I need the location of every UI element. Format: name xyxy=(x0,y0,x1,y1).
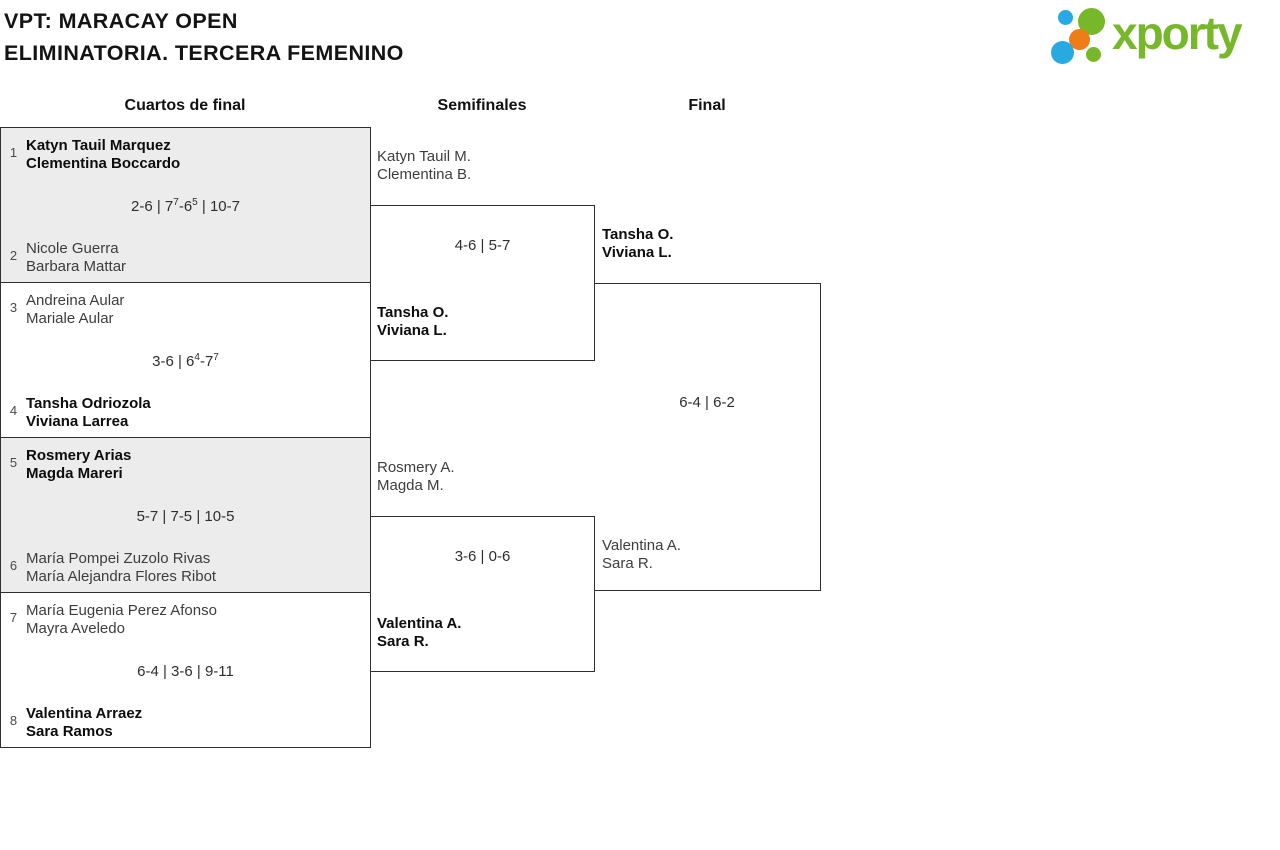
team-name: Tansha O. xyxy=(377,304,449,321)
quarterfinals-column: 1 Katyn Tauil Marquez Clementina Boccard… xyxy=(0,127,371,748)
final-team-top: Tansha O. Viviana L. xyxy=(602,226,673,262)
score-part: 4-6 | 5-7 xyxy=(454,237,511,254)
team-name: Tansha Odriozola xyxy=(26,395,151,412)
seed-number: 4 xyxy=(9,403,18,418)
team-name: Magda M. xyxy=(377,477,444,494)
team-name: Viviana L. xyxy=(602,244,672,261)
team-name: Rosmery Arias xyxy=(26,447,132,464)
seed-number: 5 xyxy=(9,455,18,470)
score-part: 2-6 | 7 xyxy=(131,198,174,215)
team-name: Clementina Boccardo xyxy=(26,155,181,172)
sf1-team-top: Katyn Tauil M. Clementina B. xyxy=(377,148,471,184)
team-name: Andreina Aular xyxy=(26,292,125,309)
score-part: 5-7 | 7-5 | 10-5 xyxy=(136,508,235,525)
sf2-team-bottom: Valentina A. Sara R. xyxy=(377,615,461,651)
logo-dot-icon xyxy=(1068,29,1090,50)
match-score: 5-7 | 7-5 | 10-5 xyxy=(1,508,370,525)
sf2-team-top: Rosmery A. Magda M. xyxy=(377,459,455,495)
seed-number: 8 xyxy=(9,713,18,728)
qf-match-4: 7 María Eugenia Perez Afonso Mayra Avele… xyxy=(0,592,371,748)
page-title: VPT: MARACAY OPEN ELIMINATORIA. TERCERA … xyxy=(4,5,404,69)
team-pair: Katyn Tauil Marquez Clementina Boccardo xyxy=(26,137,364,173)
round-header-quarterfinals: Cuartos de final xyxy=(124,97,246,114)
score-tiebreak: 7 xyxy=(213,352,219,363)
match-score: 3-6 | 0-6 xyxy=(371,548,594,565)
team-name: Sara R. xyxy=(602,555,653,572)
team-name: Mariale Aular xyxy=(26,310,114,327)
team-pair: Rosmery Arias Magda Mareri xyxy=(26,447,364,483)
team-name: Clementina B. xyxy=(377,166,472,183)
seed-number: 3 xyxy=(9,300,18,315)
logo-dot-icon xyxy=(1057,9,1073,25)
team-name: Sara R. xyxy=(377,633,429,650)
xporty-logo[interactable]: xporty xyxy=(1050,3,1278,65)
team-name: Rosmery A. xyxy=(377,459,455,476)
qf-match-2: 3 Andreina Aular Mariale Aular 3-6 | 64-… xyxy=(0,282,371,438)
match-score: 4-6 | 5-7 xyxy=(371,237,594,254)
score-tiebreak: 4 xyxy=(194,352,200,363)
score-part: 6-4 | 6-2 xyxy=(679,394,735,411)
sf1-team-bottom: Tansha O. Viviana L. xyxy=(377,304,448,340)
score-part: -7 xyxy=(199,353,214,370)
team-name: Valentina A. xyxy=(377,615,462,632)
team-pair: Andreina Aular Mariale Aular xyxy=(26,292,364,328)
logo-wordmark: xporty xyxy=(1112,7,1243,59)
team-name: María Eugenia Perez Afonso xyxy=(26,602,217,619)
team-pair: María Pompei Zuzolo Rivas María Alejandr… xyxy=(26,550,364,586)
match-score: 2-6 | 77-65 | 10-7 xyxy=(1,197,370,216)
team-pair: Tansha Odriozola Viviana Larrea xyxy=(26,395,364,431)
logo-dot-icon xyxy=(1086,46,1101,62)
match-score: 6-4 | 3-6 | 9-11 xyxy=(1,663,370,680)
qf-match-1: 1 Katyn Tauil Marquez Clementina Boccard… xyxy=(0,127,371,283)
score-part: 3-6 | 6 xyxy=(152,353,195,370)
final-team-bottom: Valentina A. Sara R. xyxy=(602,537,681,573)
team-pair: María Eugenia Perez Afonso Mayra Aveledo xyxy=(26,602,364,638)
team-name: María Pompei Zuzolo Rivas xyxy=(26,550,211,567)
score-part: 3-6 | 0-6 xyxy=(454,548,511,565)
team-pair: Valentina Arraez Sara Ramos xyxy=(26,705,364,741)
score-tiebreak: 5 xyxy=(192,197,198,208)
team-name: Magda Mareri xyxy=(26,465,123,482)
sf-match-2: 3-6 | 0-6 xyxy=(370,516,595,672)
qf-match-3: 5 Rosmery Arias Magda Mareri 5-7 | 7-5 |… xyxy=(0,437,371,593)
team-name: Katyn Tauil Marquez xyxy=(26,137,171,154)
logo-dot-icon xyxy=(1050,40,1074,64)
seed-number: 1 xyxy=(9,145,18,160)
team-name: Nicole Guerra xyxy=(26,240,119,257)
score-tiebreak: 7 xyxy=(173,197,179,208)
round-header-semifinals: Semifinales xyxy=(437,97,527,114)
score-part: -6 xyxy=(178,198,193,215)
tournament-title: VPT: MARACAY OPEN xyxy=(4,9,238,33)
tournament-subtitle: ELIMINATORIA. TERCERA FEMENINO xyxy=(4,41,404,65)
match-score: 6-4 | 6-2 xyxy=(594,394,820,411)
team-name: Viviana Larrea xyxy=(26,413,129,430)
team-name: Katyn Tauil M. xyxy=(377,148,471,165)
team-name: Viviana L. xyxy=(377,322,447,339)
team-name: Tansha O. xyxy=(602,226,674,243)
team-name: Sara Ramos xyxy=(26,723,113,740)
team-name: Barbara Mattar xyxy=(26,258,127,275)
final-match: 6-4 | 6-2 xyxy=(594,283,821,591)
team-name: María Alejandra Flores Ribot xyxy=(26,568,217,585)
seed-number: 2 xyxy=(9,248,18,263)
score-part: 6-4 | 3-6 | 9-11 xyxy=(137,663,234,680)
round-header-final: Final xyxy=(688,97,726,114)
team-name: Valentina A. xyxy=(602,537,681,554)
seed-number: 7 xyxy=(9,610,18,625)
team-pair: Nicole Guerra Barbara Mattar xyxy=(26,240,364,276)
score-part: | 10-7 xyxy=(197,198,240,215)
team-name: Mayra Aveledo xyxy=(26,620,125,637)
seed-number: 6 xyxy=(9,558,18,573)
match-score: 3-6 | 64-77 xyxy=(1,352,370,371)
team-name: Valentina Arraez xyxy=(26,705,143,722)
